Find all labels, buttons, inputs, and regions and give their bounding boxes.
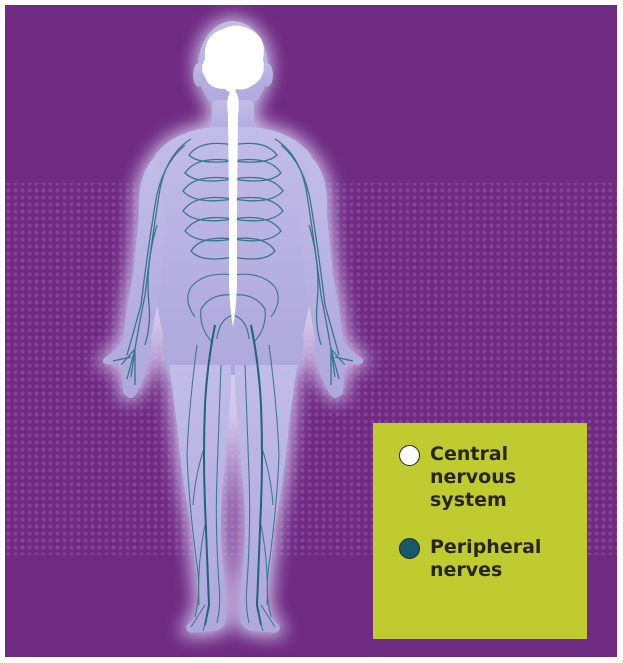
legend-item-central-nervous-system: Central nervous system	[399, 443, 573, 512]
illustration-panel: Central nervous system Peripheral nerves	[5, 5, 617, 657]
peripheral-nerves-swatch	[399, 538, 420, 559]
central-nervous-system-swatch	[399, 445, 420, 466]
legend-box: Central nervous system Peripheral nerves	[373, 423, 587, 639]
legend-label-line: nerves	[430, 559, 573, 582]
legend-item-peripheral-nerves: Peripheral nerves	[399, 536, 573, 582]
legend-label-line: Peripheral	[430, 536, 573, 559]
legend-label-line: nervous	[430, 466, 573, 489]
legend-label-line: system	[430, 489, 573, 512]
legend-label-line: Central	[430, 443, 573, 466]
